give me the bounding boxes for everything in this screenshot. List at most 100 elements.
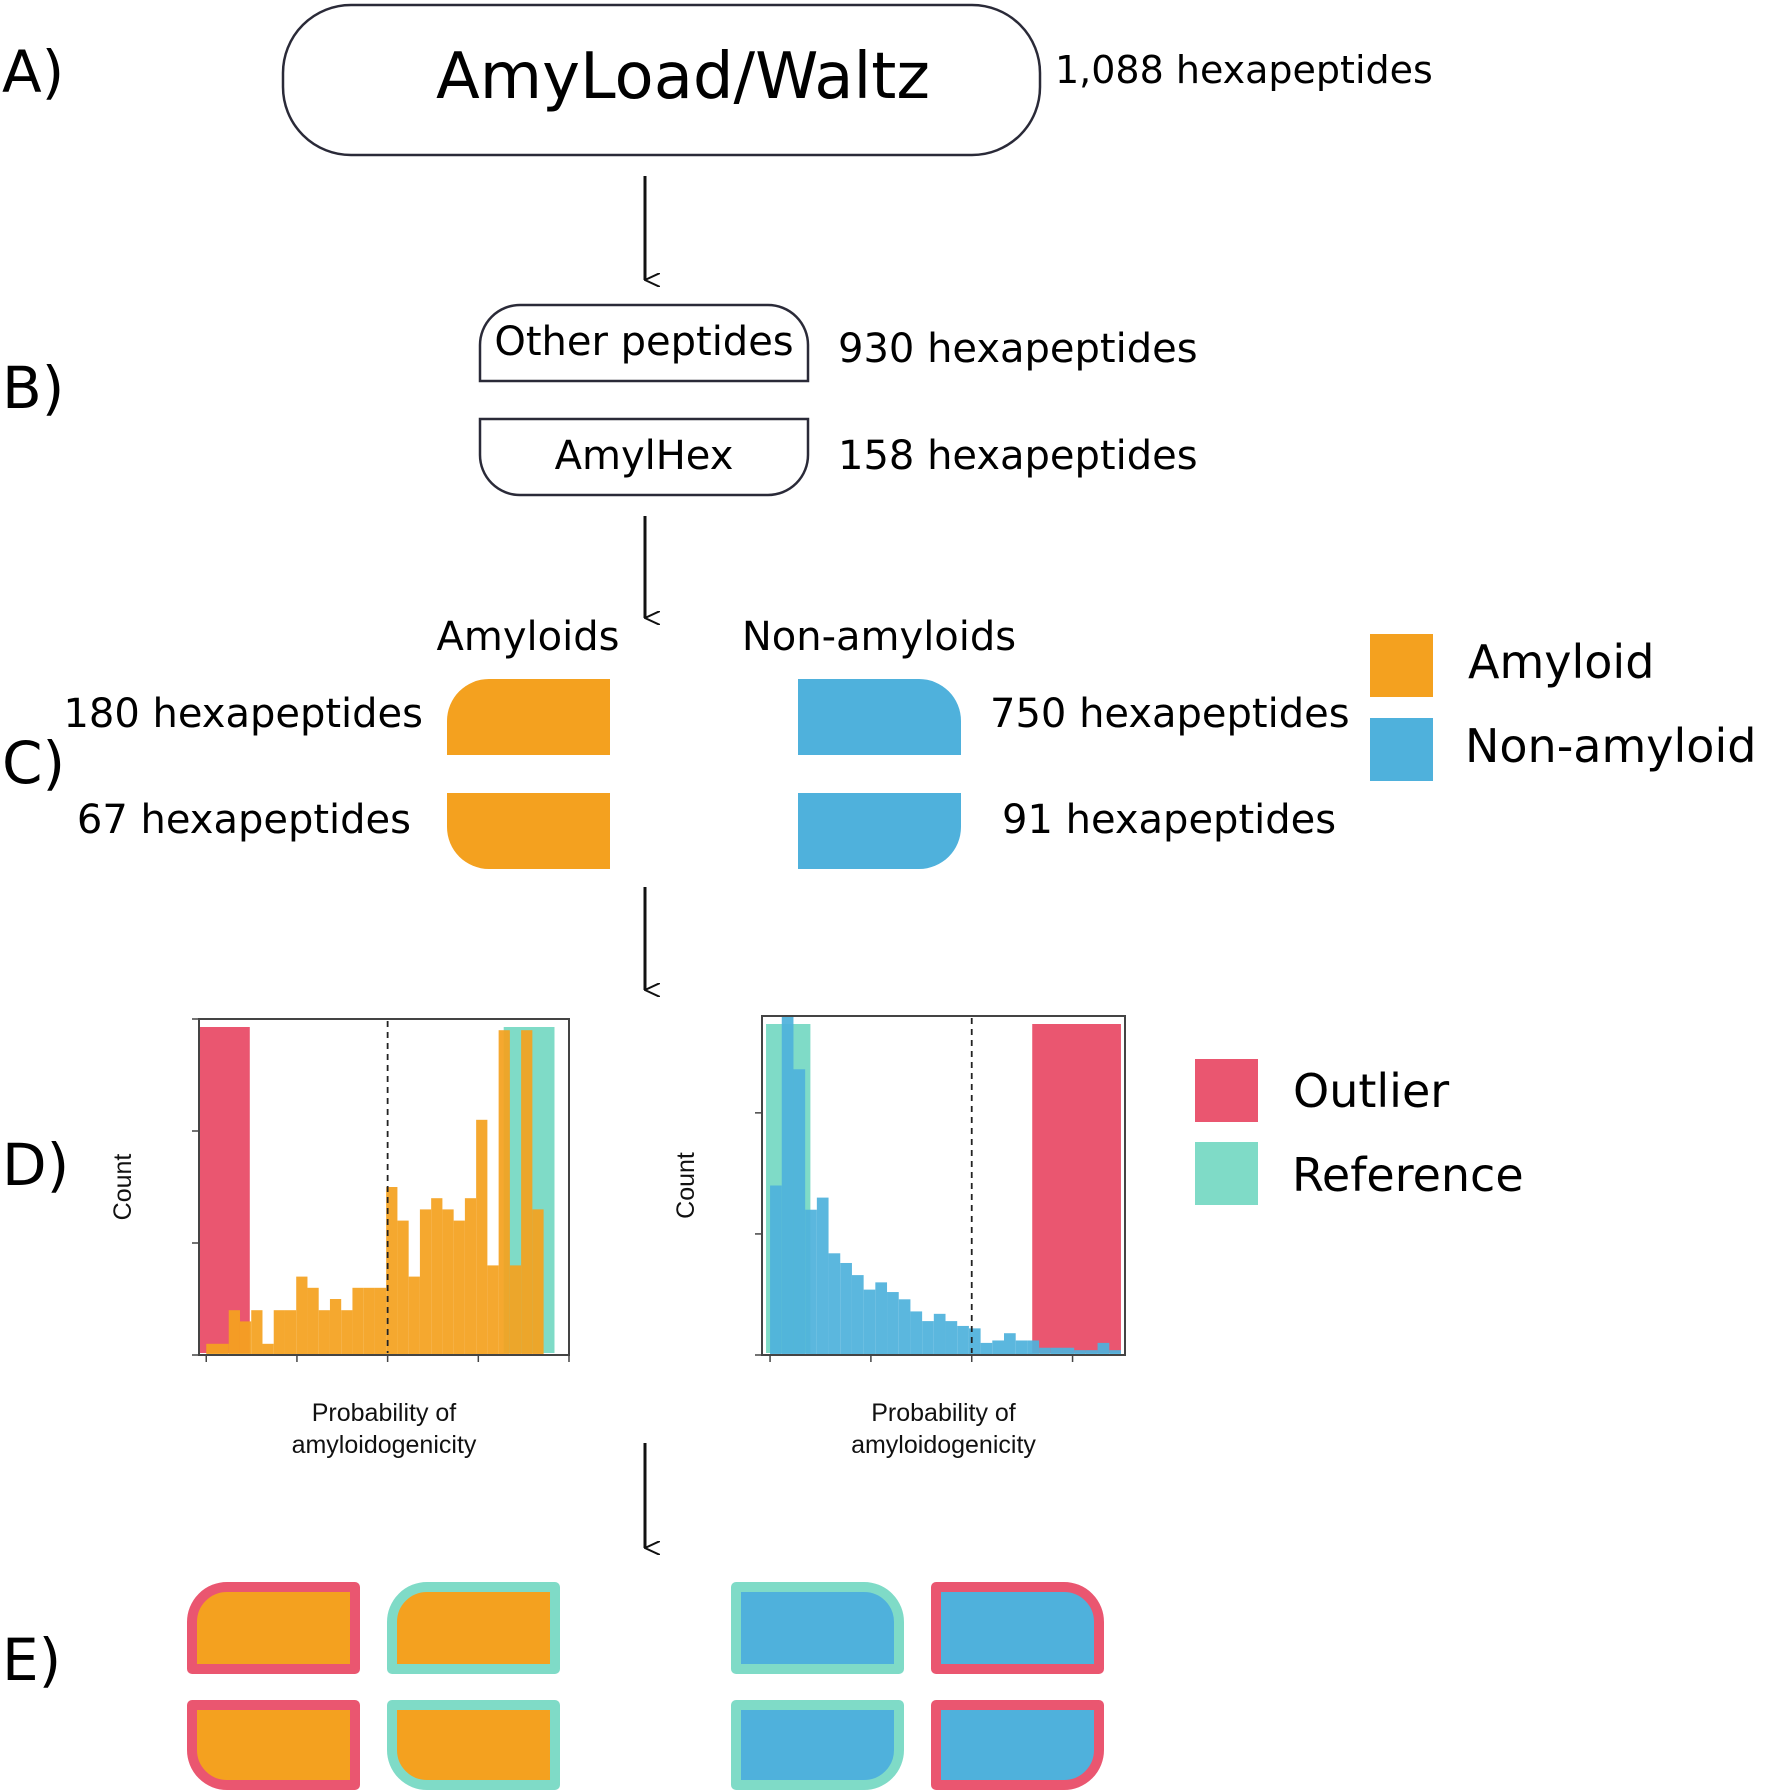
amyloid-bottom-count: 67 hexapeptides — [77, 797, 411, 843]
histogram-bar — [397, 1220, 409, 1355]
amyloid-reference-bottom — [387, 1700, 560, 1790]
histogram-bar — [898, 1299, 911, 1355]
legend-nonamyloid-swatch — [1370, 718, 1433, 781]
histogram-bar — [363, 1287, 375, 1355]
histogram-bar — [805, 1209, 817, 1355]
source-box-shape — [281, 3, 1042, 157]
histogram-bar — [341, 1310, 353, 1355]
nonamyloid-bottom-count: 91 hexapeptides — [1002, 797, 1336, 843]
histogram-bar — [1027, 1340, 1040, 1355]
histogram-bar — [992, 1340, 1004, 1355]
histogram-bar — [875, 1282, 888, 1355]
histogram-bar — [284, 1310, 297, 1355]
y-axis-label: Count — [672, 1152, 700, 1219]
histogram-bar — [307, 1287, 319, 1355]
histogram-bar — [793, 1069, 806, 1355]
other-peptides-box — [478, 303, 810, 383]
histogram-bar — [318, 1310, 330, 1355]
histogram-bar — [1050, 1347, 1063, 1355]
histogram-bar — [408, 1276, 420, 1355]
histogram-bar — [262, 1343, 274, 1355]
histogram-bar — [273, 1310, 285, 1355]
x-axis-label-line1: Probability of — [312, 1399, 457, 1427]
histogram-bar — [1074, 1350, 1086, 1355]
legend-reference-label: Reference — [1292, 1148, 1524, 1202]
amylhex-label: AmylHex — [555, 433, 734, 479]
histogram-bar — [352, 1287, 364, 1355]
nonamyloid-outlier-bottom — [931, 1700, 1104, 1790]
legend-nonamyloid-label: Non-amyloid — [1465, 719, 1756, 773]
histogram-bar — [1109, 1350, 1121, 1355]
histogram-bar — [816, 1197, 829, 1355]
amyloid-top-block — [447, 679, 610, 755]
step-label-e: E) — [2, 1626, 61, 1694]
histogram-bar — [239, 1321, 252, 1355]
histogram-bar — [487, 1265, 499, 1355]
histogram-bar — [521, 1030, 533, 1355]
x-axis-label-line1: Probability of — [871, 1399, 1016, 1427]
other-peptides-label: Other peptides — [494, 319, 793, 365]
histogram-bar — [296, 1276, 308, 1355]
nonamyloid-reference-top — [731, 1582, 904, 1674]
plot-frame — [761, 1015, 1126, 1356]
histogram-bar — [217, 1343, 229, 1355]
legend-reference-swatch — [1195, 1142, 1258, 1205]
nonamyloid-top-count: 750 hexapeptides — [990, 691, 1350, 737]
step-label-c: C) — [2, 729, 65, 797]
nonamyloid-bottom-block — [798, 793, 961, 869]
histogram-bar — [980, 1342, 993, 1355]
histogram-bar — [431, 1198, 443, 1355]
outlier-region — [199, 1027, 250, 1353]
step-label-d: D) — [2, 1131, 69, 1199]
histogram-bar — [887, 1292, 899, 1355]
histogram-bar — [945, 1321, 958, 1355]
histogram-bar — [922, 1321, 934, 1355]
histogram-bar — [1039, 1347, 1051, 1355]
histogram-bar — [770, 1185, 782, 1355]
amyloid-outlier-top — [187, 1582, 360, 1674]
histogram-bar — [957, 1325, 969, 1355]
histogram-bar — [251, 1310, 263, 1355]
source-box-label: AmyLoad/Waltz — [436, 40, 930, 114]
step-label-b: B) — [2, 354, 64, 422]
nonamyloid-histogram: Probability of amyloidogenicity Count — [672, 1015, 1126, 1459]
histogram-bar — [910, 1311, 923, 1355]
source-count: 1,088 hexapeptides — [1055, 48, 1433, 92]
source-box: AmyLoad/Waltz — [281, 3, 1042, 157]
amylhex-box — [478, 417, 810, 497]
step-label-a: A) — [2, 38, 64, 106]
y-axis-label: Count — [109, 1154, 137, 1221]
other-peptides-count: 930 hexapeptides — [838, 326, 1198, 372]
histogram-bar — [828, 1253, 841, 1355]
histogram-bar — [386, 1187, 398, 1355]
legend-amyloid-swatch — [1370, 634, 1433, 697]
region-legend: Outlier Reference — [1195, 1059, 1524, 1205]
histogram-bar — [1015, 1340, 1028, 1355]
legend-amyloid-label: Amyloid — [1468, 635, 1654, 689]
nonamyloid-top-block — [798, 679, 961, 755]
nonamyloid-reference-bottom — [731, 1700, 904, 1790]
histogram-bar — [933, 1313, 946, 1355]
histogram-bar — [532, 1209, 544, 1355]
histogram-bar — [329, 1299, 342, 1355]
histogram-bar — [781, 1016, 794, 1355]
histogram-bar — [863, 1289, 876, 1355]
legend-outlier-swatch — [1195, 1059, 1258, 1122]
histogram-bar — [228, 1310, 240, 1355]
histogram-bar — [464, 1198, 477, 1355]
amyloid-outlier-bottom — [187, 1700, 360, 1790]
outlier-region — [1032, 1024, 1121, 1353]
histogram-bar — [1004, 1333, 1016, 1355]
nonamyloids-header: Non-amyloids — [742, 614, 1016, 660]
histogram-bar — [374, 1287, 387, 1355]
amyloid-reference-top — [387, 1582, 560, 1674]
x-axis-label-line2: amyloidogenicity — [851, 1431, 1036, 1459]
histogram-bar — [1085, 1350, 1098, 1355]
histogram-bar — [419, 1209, 432, 1355]
nonamyloid-outlier-top — [931, 1582, 1104, 1674]
histogram-bar — [1097, 1342, 1110, 1355]
histogram-bar — [509, 1265, 522, 1355]
histogram-bar — [851, 1275, 864, 1355]
